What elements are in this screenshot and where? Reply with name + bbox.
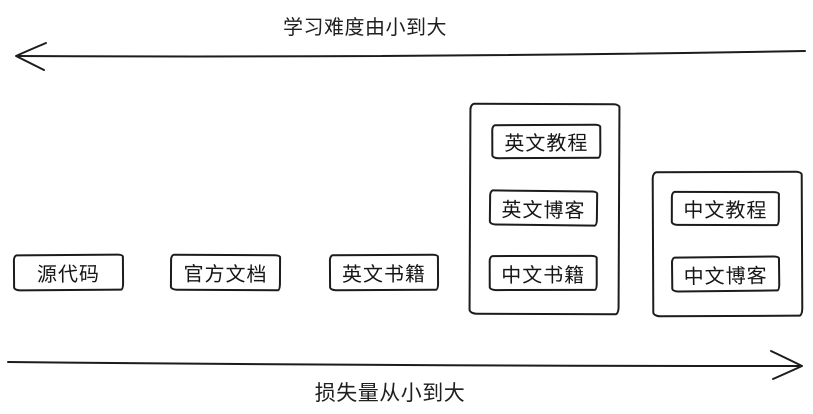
box-chinese-books-label: 中文书籍: [501, 264, 586, 287]
box-source-code: 源代码: [12, 253, 125, 292]
group-chinese-resources: 中文教程 中文博客: [651, 170, 804, 318]
group-english-resources: 英文教程 英文博客 中文书籍: [468, 102, 621, 316]
box-english-blogs-label: 英文博客: [501, 199, 586, 222]
box-chinese-books: 中文书籍: [488, 254, 598, 292]
box-source-code-label: 源代码: [36, 263, 101, 287]
box-chinese-tutorials-label: 中文教程: [683, 199, 768, 223]
box-chinese-blogs-label: 中文博客: [683, 265, 768, 288]
difficulty-arrow-left-icon: [15, 42, 806, 71]
box-english-books: 英文书籍: [328, 253, 440, 292]
loss-arrow-right-icon: [7, 350, 803, 380]
loss-axis-label: 损失量从小到大: [314, 382, 466, 405]
box-english-blogs: 英文博客: [488, 189, 599, 227]
box-chinese-tutorials: 中文教程: [670, 190, 780, 227]
box-chinese-blogs: 中文博客: [670, 255, 781, 293]
box-english-books-label: 英文书籍: [341, 263, 427, 287]
difficulty-axis-label: 学习难度由小到大: [283, 17, 447, 39]
box-english-tutorials: 英文教程: [491, 123, 602, 160]
box-official-docs-label: 官方文档: [183, 263, 268, 287]
box-official-docs: 官方文档: [169, 253, 282, 292]
box-english-tutorials-label: 英文教程: [504, 132, 589, 156]
